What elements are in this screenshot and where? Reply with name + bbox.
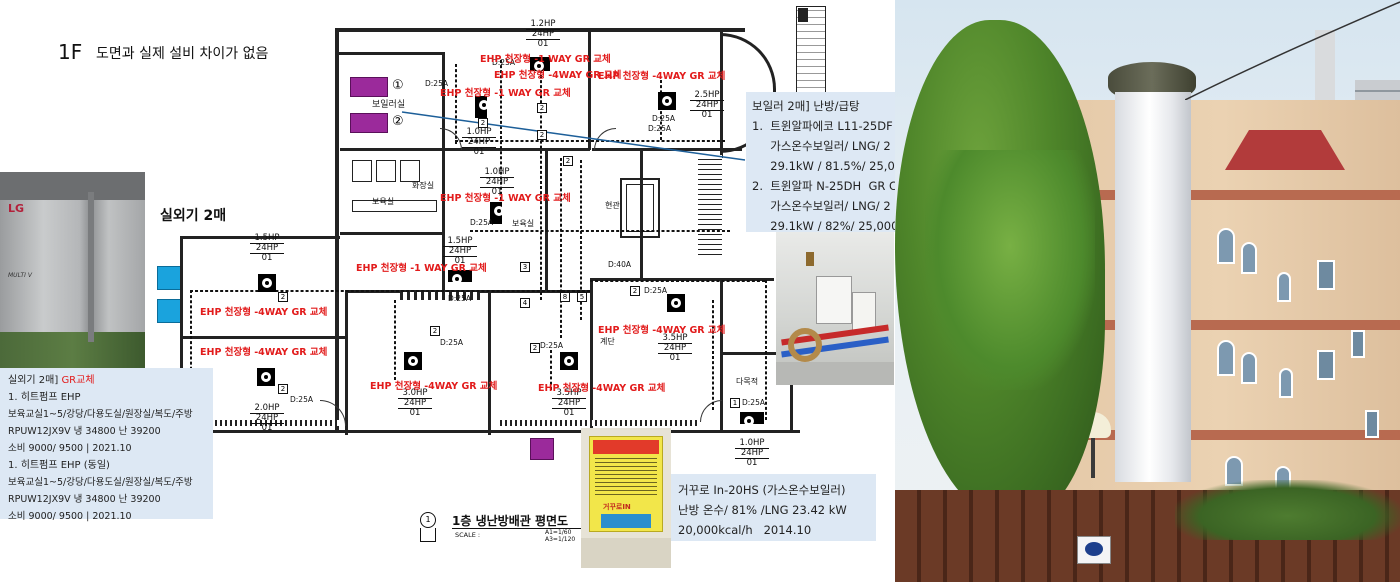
plan-title: 1층 냉난방배관 평면도: [452, 514, 569, 528]
replace-label: EHP 천장형 -1 WAY GR 교체: [480, 54, 611, 65]
scale-values: A1=1/60 A3=1/120: [545, 529, 576, 543]
plan-title-circle: 1: [420, 512, 436, 528]
page-heading: 도면과 실제 설비 차이가 없음: [96, 46, 269, 62]
outdoor-panel-line: 1. 히트펌프 EHP: [8, 392, 81, 403]
outdoor-panel-line: 보육교실1~5/강당/다용도실/원장실/복도/주방: [8, 477, 193, 488]
ceiling-unit-icon: [475, 96, 489, 118]
replace-label: EHP 천장형 -4WAY GR 교체: [598, 71, 726, 82]
room-label: 현관: [605, 201, 620, 210]
pipe-label: D:25A: [648, 124, 671, 133]
boiler-info-panel: 보일러 2매] 난방/급탕 1. 트윈알파에코 L11-25DF 가스온수보일러…: [746, 92, 896, 232]
water-heater-line: 거꾸로 In-20HS (가스온수보일러): [678, 483, 846, 497]
ceiling-unit-icon: [667, 294, 685, 312]
boiler-panel-line: 29.1kW / 81.5%/ 25,00: [752, 159, 896, 173]
outdoor-panel-line: 보육교실1~5/강당/다용도실/원장실/복도/주방: [8, 409, 193, 420]
pipe-label: D:25A: [470, 218, 493, 227]
boiler-photo: [776, 232, 894, 385]
replace-label: EHP 천장형 -4WAY GR 교체: [538, 383, 666, 394]
ceiling-unit-icon: [257, 368, 275, 386]
outdoor-unit-icon: [157, 299, 181, 323]
outdoor-panel-title: 실외기 2매]: [8, 375, 59, 386]
replace-label: EHP 천장형 -4WAY GR 교체: [598, 325, 726, 336]
pipe-label: D:25A: [290, 395, 313, 404]
boiler-mark-1: ①: [392, 78, 404, 93]
pipe-label: D:25A: [425, 79, 448, 88]
power-wire: [1185, 1, 1400, 100]
outdoor-panel-line: 소비 9000/ 9500 | 2021.10: [8, 511, 132, 522]
boiler-panel-line: 2. 트윈알파 N-25DH GR C: [752, 179, 896, 193]
room-label: 계단: [600, 337, 615, 346]
building-photo: [895, 0, 1400, 582]
room-label: 보육실: [512, 219, 535, 228]
lg-logo: LG: [8, 202, 25, 215]
water-heater-icon: [530, 438, 554, 460]
pipe-label: D:25A: [440, 338, 463, 347]
pipe-label: D:25A: [540, 341, 563, 350]
sticker-label: 거꾸로IN: [603, 503, 631, 511]
replace-label: EHP 천장형 -1 WAY GR 교체: [440, 88, 571, 99]
room-label: 보육실: [372, 197, 395, 206]
floor-label: 1F: [58, 40, 83, 64]
pipe-label: D:25A: [644, 286, 667, 295]
outdoor-panel-highlight: GR교체: [61, 375, 95, 386]
boiler-panel-line: 가스온수보일러/ LNG/ 2: [752, 139, 891, 153]
water-heater-line: 20,000kcal/h 2014.10: [678, 523, 812, 537]
room-label: 화장실: [412, 181, 435, 190]
multiv-label: MULTI V: [8, 272, 32, 279]
outdoor-panel-line: RPUW12JX9V 냉 34800 난 39200: [8, 494, 161, 505]
boiler-panel-line: 1. 트윈알파에코 L11-25DF: [752, 119, 893, 133]
room-label: 다목적: [736, 377, 759, 386]
boiler-room-label: 보일러실: [372, 100, 406, 110]
replace-label: EHP 천장형 -4WAY GR 교체: [494, 70, 622, 81]
leader-line: [401, 111, 746, 161]
pipe-label: D:25A: [742, 398, 765, 407]
water-heater-photo: 거꾸로IN: [581, 428, 671, 568]
replace-label: EHP 천장형 -4WAY GR 교체: [200, 307, 328, 318]
replace-label: EHP 천장형 -4WAY GR 교체: [370, 381, 498, 392]
replace-label: EHP 천장형 -4WAY GR 교체: [200, 347, 328, 358]
pipe-label: D:25A: [448, 294, 471, 303]
water-heater-info-panel: 거꾸로 In-20HS (가스온수보일러) 난방 온수/ 81% /LNG 23…: [671, 474, 876, 541]
ceiling-unit-icon: [490, 202, 504, 224]
outdoor-panel-line: RPUW12JX9V 냉 34800 난 39200: [8, 426, 161, 437]
outdoor-unit-icon: [157, 266, 181, 290]
floor-plan: 1F 도면과 실제 설비 차이가 없음 실외기 2매 LG MULTI V: [0, 6, 896, 568]
outdoor-unit-photo: LG MULTI V: [0, 172, 145, 368]
outdoor-info-panel: 실외기 2매] GR교체 1. 히트펌프 EHP 보육교실1~5/강당/다용도실…: [0, 368, 213, 522]
boiler-panel-line: 가스온수보일러/ LNG/ 2: [752, 199, 891, 213]
pipe-label: D:40A: [608, 260, 631, 269]
ceiling-unit-icon: [448, 270, 472, 284]
boiler-icon: [350, 77, 388, 97]
ceiling-unit-icon: [258, 274, 276, 292]
ceiling-unit-icon: [530, 57, 550, 71]
pipe-label: D:25A: [492, 58, 515, 67]
outdoor-units-label: 실외기 2매: [160, 208, 227, 224]
scale-label: SCALE :: [455, 531, 481, 539]
ceiling-unit-icon: [740, 412, 764, 426]
ceiling-unit-icon: [658, 92, 676, 110]
replace-label: EHP 천장형 -1 WAY GR 교체: [440, 193, 571, 204]
outdoor-panel-line: 소비 9000/ 9500 | 2021.10: [8, 443, 132, 454]
pipe-label: D:25A: [652, 114, 675, 123]
replace-label: EHP 천장형 -1 WAY GR 교체: [356, 263, 487, 274]
ceiling-unit-icon: [560, 352, 578, 370]
boiler-mark-2: ②: [392, 114, 404, 129]
water-heater-line: 난방 온수/ 81% /LNG 23.42 kW: [678, 503, 847, 517]
ceiling-unit-icon: [404, 352, 422, 370]
boiler-panel-line: 29.1kW / 82%/ 25,000: [752, 219, 896, 232]
boiler-icon: [350, 113, 388, 133]
boiler-panel-title: 보일러 2매] 난방/급탕: [752, 99, 860, 113]
outdoor-panel-line: 1. 히트펌프 EHP (동일): [8, 460, 110, 471]
